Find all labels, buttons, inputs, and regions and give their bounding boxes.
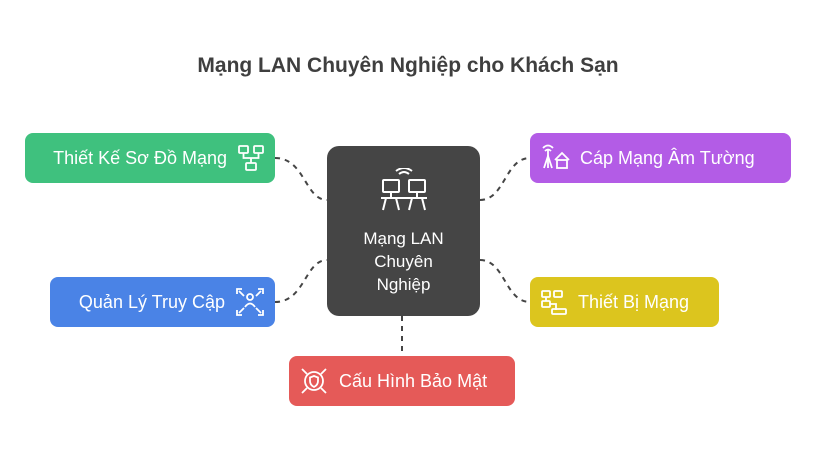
connector-devices	[479, 259, 531, 303]
node-network-design-label: Thiết Kế Sơ Đồ Mạng	[53, 147, 227, 168]
central-node: Mạng LAN Chuyên Nghiệp	[327, 146, 480, 316]
node-wall-cabling: Cáp Mạng Âm Tường	[530, 133, 791, 183]
node-network-design: Thiết Kế Sơ Đồ Mạng	[25, 133, 275, 183]
node-access-management-label: Quản Lý Truy Cập	[78, 291, 225, 312]
antenna-house-icon	[540, 144, 570, 172]
connector-design	[274, 157, 328, 201]
network-devices-icon	[540, 288, 568, 316]
central-label-line-3: Nghiệp	[376, 275, 431, 294]
central-label-line-1: Mạng LAN	[363, 229, 444, 248]
node-access-management: Quản Lý Truy Cập	[50, 277, 275, 327]
network-diagram-icon	[237, 144, 265, 172]
connector-cabling	[479, 157, 531, 201]
node-network-devices-label: Thiết Bị Mạng	[578, 291, 690, 312]
node-security-config: Cấu Hình Bảo Mật	[289, 356, 515, 406]
node-network-devices: Thiết Bị Mạng	[530, 277, 719, 327]
network-computers-icon	[377, 167, 431, 219]
connector-access	[274, 259, 328, 303]
diagram-title: Mạng LAN Chuyên Nghiệp cho Khách Sạn	[197, 54, 619, 77]
shield-security-icon	[299, 366, 329, 396]
user-access-icon	[235, 287, 265, 317]
central-label-line-2: Chuyên	[374, 252, 433, 271]
central-node-label: Mạng LAN Chuyên Nghiệp	[339, 227, 469, 296]
node-security-config-label: Cấu Hình Bảo Mật	[339, 370, 488, 391]
node-wall-cabling-label: Cáp Mạng Âm Tường	[580, 147, 755, 168]
